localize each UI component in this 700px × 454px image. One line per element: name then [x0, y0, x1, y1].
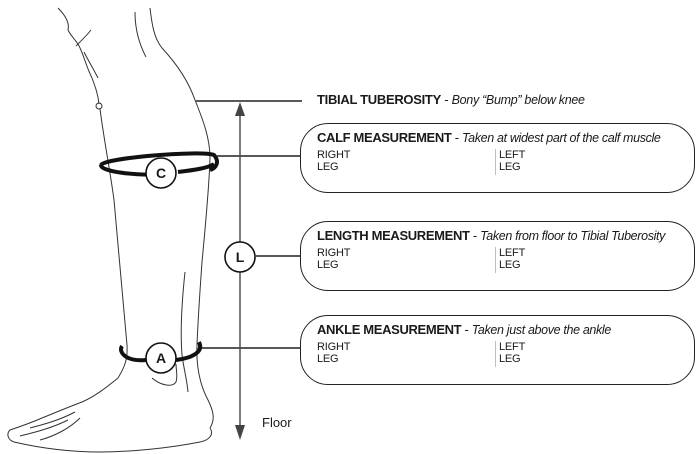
- tibial-tuberosity-label: TIBIAL TUBEROSITY - Bony “Bump” below kn…: [317, 92, 585, 107]
- length-measurement-box: LENGTH MEASUREMENT - Taken from floor to…: [300, 221, 695, 291]
- leg-outline: [7, 7, 214, 453]
- calf-title: CALF MEASUREMENT: [317, 130, 452, 145]
- ankle-band: [119, 344, 147, 363]
- ankle-description: Taken just above the ankle: [471, 323, 612, 337]
- ankle-title: ANKLE MEASUREMENT: [317, 322, 462, 337]
- length-description: Taken from floor to Tibial Tuberosity: [480, 229, 666, 243]
- calf-divider: [495, 149, 496, 175]
- ankle-marker-letter: A: [155, 350, 167, 366]
- length-marker-letter: L: [235, 249, 245, 265]
- ankle-measurement-box: ANKLE MEASUREMENT - Taken just above the…: [300, 315, 695, 385]
- arrow-up-icon: [235, 102, 245, 116]
- arrow-down-icon: [235, 425, 245, 440]
- calf-marker-icon: [145, 157, 177, 189]
- calf-description: Taken at widest part of the calf muscle: [462, 131, 661, 145]
- tibial-title: TIBIAL TUBEROSITY: [317, 92, 441, 107]
- tibial-description: Bony “Bump” below knee: [451, 93, 585, 107]
- ankle-divider: [495, 341, 496, 367]
- length-marker-icon: [224, 241, 256, 273]
- ankle-marker-icon: [145, 342, 177, 374]
- calf-band: [99, 151, 219, 172]
- calf-measurement-box: CALF MEASUREMENT - Taken at widest part …: [300, 123, 695, 193]
- length-title: LENGTH MEASUREMENT: [317, 228, 470, 243]
- calf-marker-letter: C: [155, 165, 167, 181]
- length-divider: [495, 247, 496, 273]
- floor-label: Floor: [262, 415, 292, 430]
